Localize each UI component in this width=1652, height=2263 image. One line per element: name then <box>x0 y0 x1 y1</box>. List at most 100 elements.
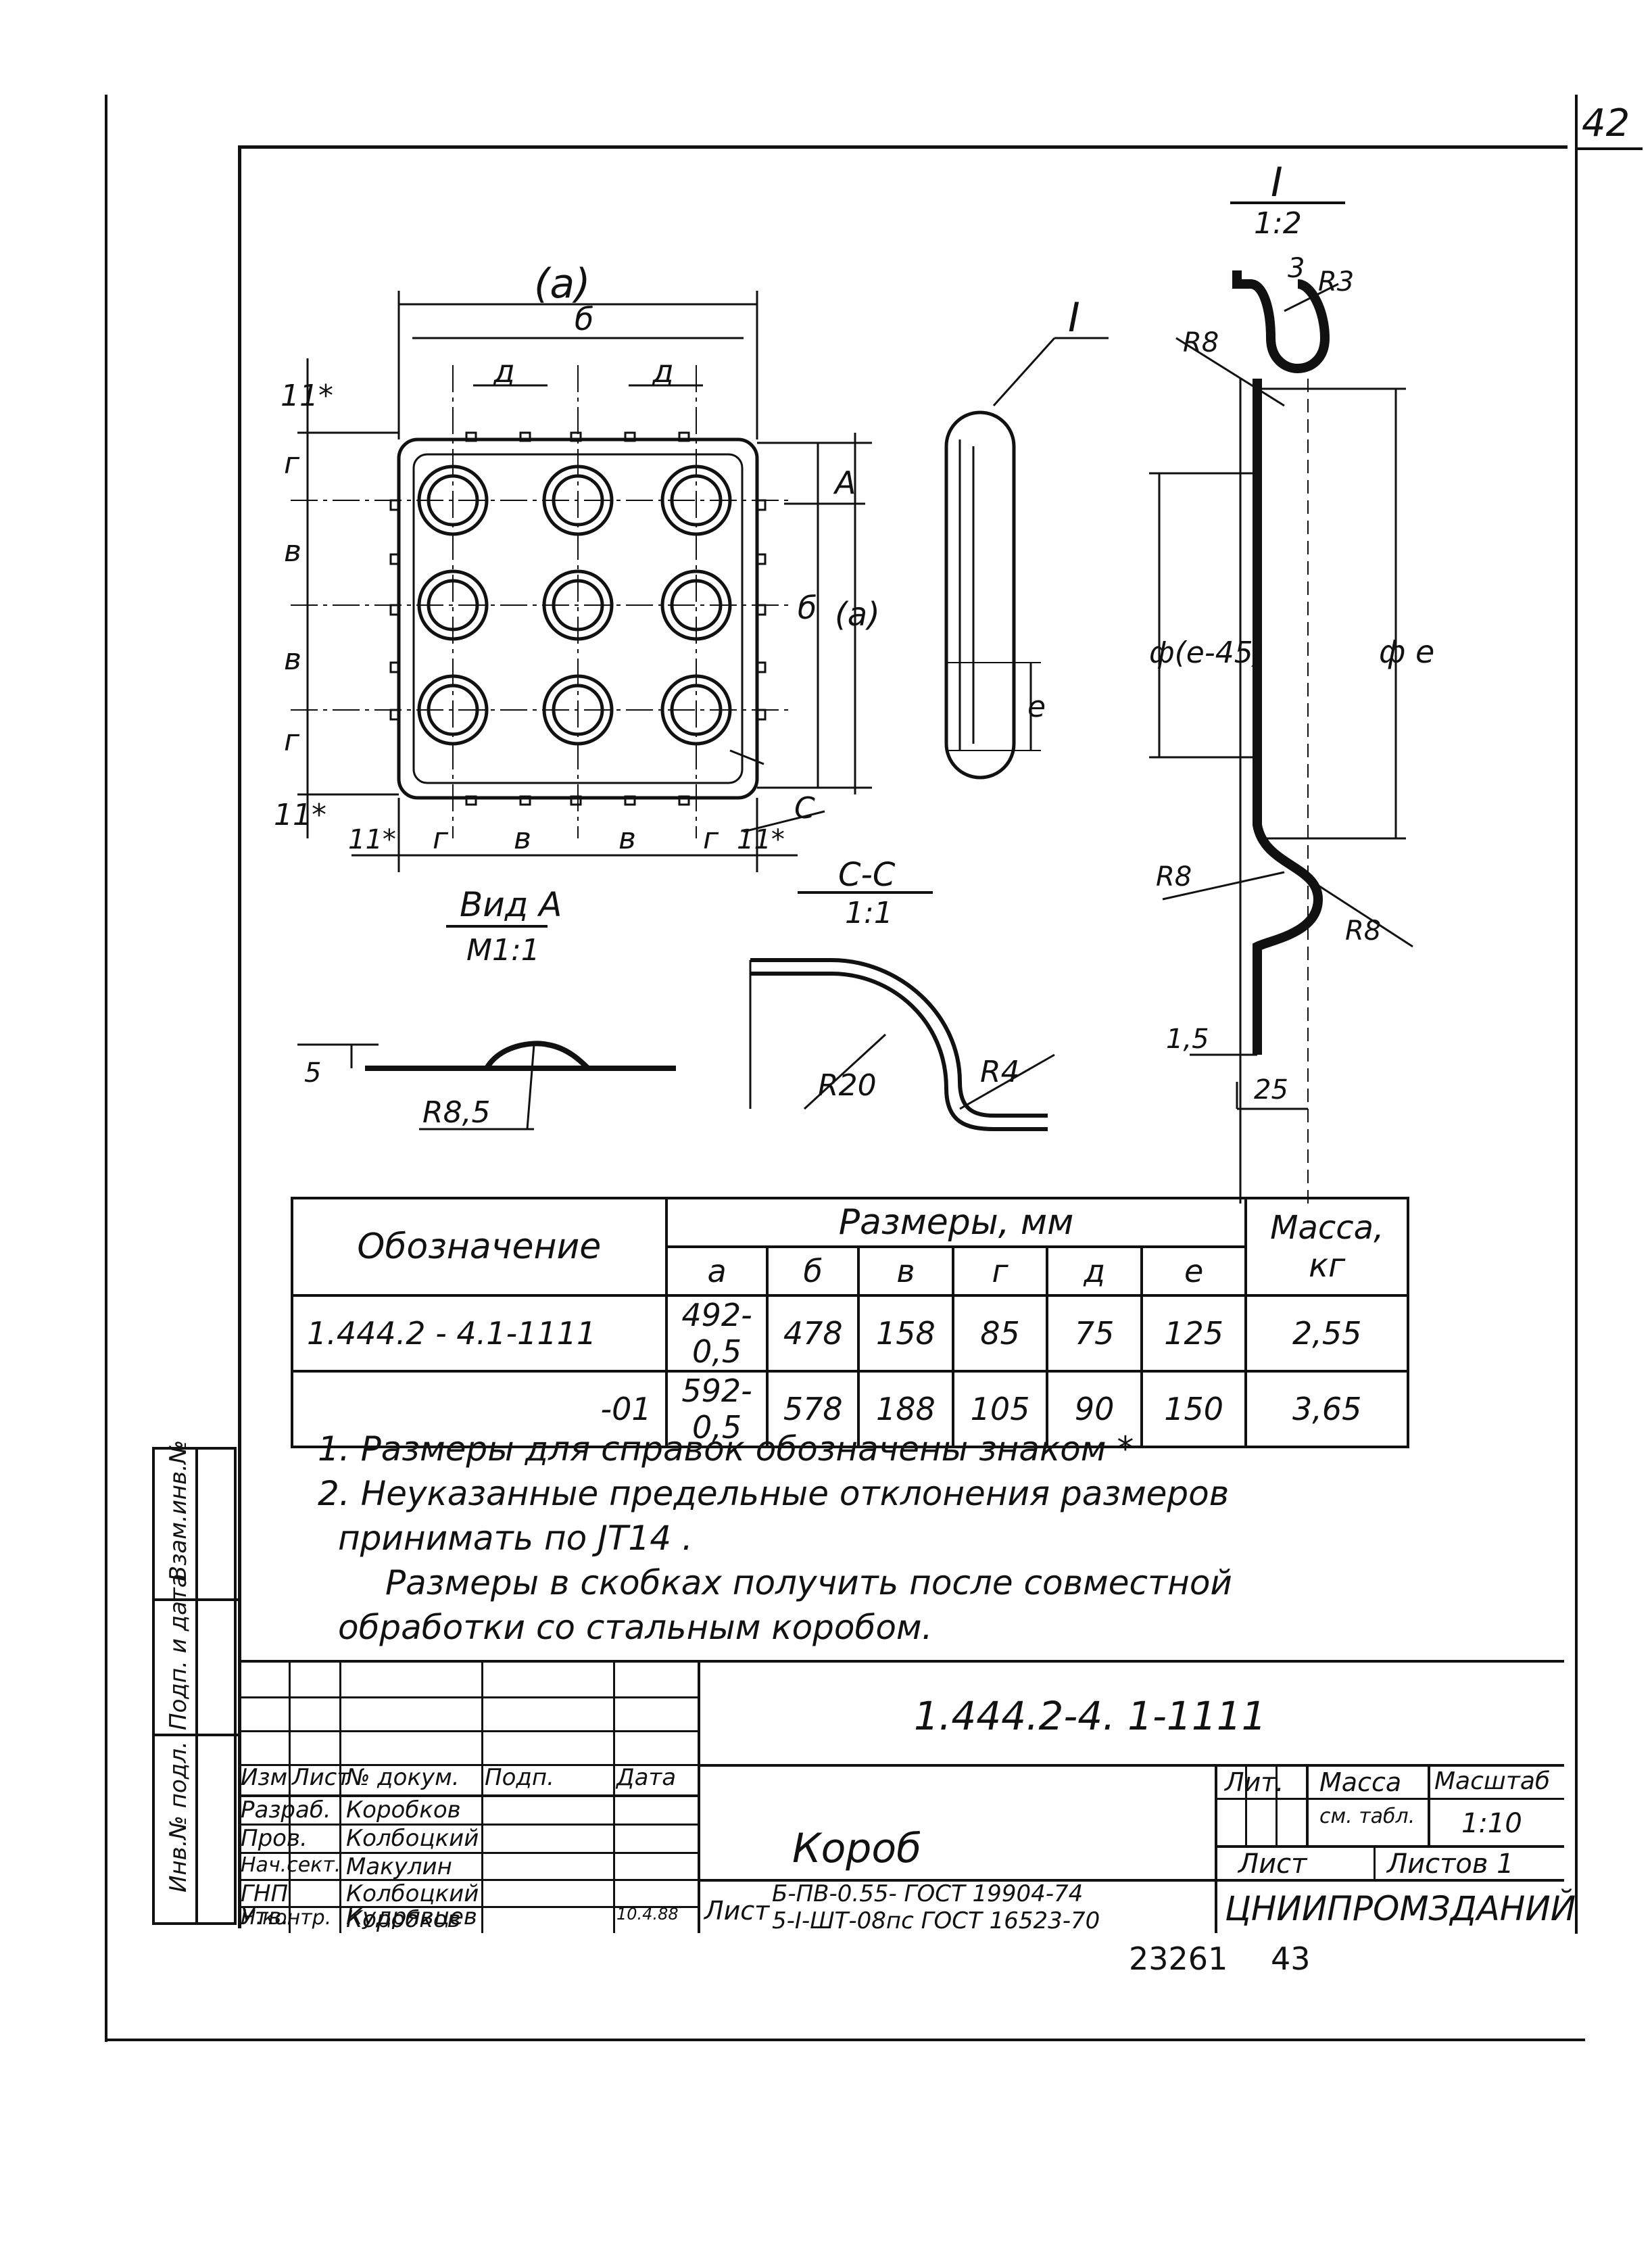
dim-header-b: б <box>766 1245 860 1297</box>
dim-header-v: в <box>857 1245 954 1297</box>
part-title: Короб <box>792 1825 922 1872</box>
cell-e: 125 <box>1140 1294 1248 1373</box>
cell-v: 158 <box>857 1294 954 1373</box>
dim-header-e: е <box>1140 1245 1248 1297</box>
r8-bottom-right: R8 <box>1345 915 1381 947</box>
dim-phi-e: ф е <box>1379 634 1434 670</box>
role-1: Разраб. <box>241 1796 331 1824</box>
stamp-page: 43 <box>1271 1940 1311 1977</box>
note-1: 1. Размеры для справок обозначены знаком… <box>318 1429 1134 1469</box>
dim-bottom-11b: 11* <box>737 824 785 855</box>
material-line-1: Б-ПВ-0.55- ГОСТ 19904-74 <box>772 1880 1084 1907</box>
dim-header-d: д <box>1046 1245 1143 1297</box>
dim-top-a: (а) <box>534 260 591 308</box>
role-2: Пров. <box>241 1825 308 1852</box>
hdr-doc: № докум. <box>346 1764 460 1791</box>
dim-g-left: г <box>284 446 300 481</box>
dim-b-right: б <box>798 590 817 626</box>
lit-label: Лит. <box>1225 1767 1284 1797</box>
mass-value: см. табл. <box>1319 1805 1415 1828</box>
dim-g-left-2: г <box>284 723 300 758</box>
sheets-label: Листов 1 <box>1387 1849 1514 1880</box>
name-5: Коробков <box>346 1906 461 1933</box>
dim-5: 5 <box>304 1057 321 1089</box>
section-I-title: I <box>1271 159 1283 206</box>
dim-bottom-g2: г <box>703 821 719 856</box>
dim-3: 3 <box>1288 253 1305 284</box>
right-frame-line <box>1575 95 1578 1934</box>
name-3: Макулин <box>346 1853 452 1880</box>
material-line-2: 5-I-ШТ-08пс ГОСТ 16523-70 <box>772 1907 1100 1934</box>
cell-mass: 3,65 <box>1244 1370 1409 1448</box>
outer-bottom-line <box>105 2039 1585 2041</box>
dim-header-g: г <box>951 1245 1049 1297</box>
r8-bottom-left: R8 <box>1156 861 1192 892</box>
side-replace-inv: Взам.инв.№ <box>165 1439 192 1581</box>
view-A-scale: М1:1 <box>466 933 540 968</box>
mass-label: Масса <box>1319 1767 1402 1797</box>
page-number-underline <box>1575 147 1643 150</box>
r20-label: R20 <box>818 1068 877 1103</box>
dim-a-right: (а) <box>835 596 880 634</box>
stamp-number: 23261 <box>1129 1940 1228 1977</box>
cell-a: 492-0,5 <box>664 1294 769 1373</box>
dim-phi-e45: ф(е-45) <box>1149 636 1265 670</box>
role-5: Н.контр. <box>241 1906 332 1930</box>
scale-label: Масштаб <box>1434 1767 1551 1795</box>
r4-label: R4 <box>980 1055 1020 1089</box>
technical-drawing: (а) б д д 11* г в в г 11* А б (а) С 11* … <box>274 159 1434 1204</box>
cell-g: 85 <box>951 1294 1049 1373</box>
name-1: Коробков <box>346 1796 461 1824</box>
cell-designation: -01 <box>291 1370 668 1448</box>
table-row: 1.444.2 - 4.1-1111 492-0,5 478 158 85 75… <box>291 1294 1409 1373</box>
r8-top: R8 <box>1183 327 1219 358</box>
sheet-frame <box>238 145 1568 1928</box>
hdr-list: Лист <box>292 1764 351 1791</box>
cell-b: 578 <box>766 1370 860 1448</box>
detail-I-callout: I <box>1068 294 1080 341</box>
cell-mass: 2,55 <box>1244 1294 1409 1373</box>
name-6: Кудрявцев <box>346 1903 477 1930</box>
side-stamp: Взам.инв.№ Подп. и дата Инв.№ подл. <box>152 1439 239 1925</box>
approve-date: 10.4.88 <box>616 1905 679 1924</box>
dim-v-left: в <box>284 534 301 569</box>
revision-grid: Изм Лист № докум. Подп. Дата Разраб. Кор… <box>238 1663 700 1933</box>
view-A-title: Вид А <box>460 885 562 924</box>
dim-bottom-11: 11* <box>348 824 396 855</box>
hdr-sign: Подп. <box>485 1764 554 1791</box>
outer-left-line <box>105 95 107 2042</box>
label-C: С <box>794 791 815 826</box>
cell-e: 150 <box>1140 1370 1248 1448</box>
page-number: 42 <box>1582 101 1630 145</box>
side-sign-date: Подп. и дата <box>165 1573 192 1730</box>
cell-a: 592-0,5 <box>664 1370 769 1448</box>
doc-code: 1.444.2-4. 1-1111 <box>914 1693 1267 1739</box>
cell-d: 75 <box>1046 1294 1143 1373</box>
dim-header-a: а <box>664 1245 769 1297</box>
cell-designation: 1.444.2 - 4.1-1111 <box>291 1294 668 1373</box>
dim-top-b: б <box>575 301 593 337</box>
dim-d-1: д <box>493 353 515 389</box>
name-4: Колбоцкий <box>346 1880 479 1907</box>
note-3: Размеры в скобках получить после совмест… <box>385 1563 1232 1602</box>
cell-d: 90 <box>1046 1370 1143 1448</box>
org-name: ЦНИИПРОМЗДАНИЙ <box>1225 1889 1576 1928</box>
dim-d-2: д <box>652 353 674 389</box>
side-inv-orig: Инв.№ подл. <box>165 1741 192 1892</box>
dim-1-5: 1,5 <box>1166 1024 1209 1055</box>
note-3b: обработки со стальным коробом. <box>338 1608 933 1647</box>
role-3: Нач.сект. <box>241 1853 341 1877</box>
dim-25: 25 <box>1254 1074 1288 1105</box>
notes-block: 1. Размеры для справок обозначены знаком… <box>318 1427 1232 1650</box>
col-dims-header: Размеры, мм <box>664 1197 1248 1248</box>
section-cc-scale: 1:1 <box>845 896 893 930</box>
scale-value: 1:10 <box>1461 1808 1522 1839</box>
section-cc-title: С-С <box>838 856 896 894</box>
cell-g: 105 <box>951 1370 1049 1448</box>
cell-b: 478 <box>766 1294 860 1373</box>
spec-table: Обозначение Размеры, мм Масса, кг а б в … <box>291 1197 1409 1448</box>
dim-v-left-2: в <box>284 642 301 677</box>
note-2: 2. Неуказанные предельные отклонения раз… <box>318 1474 1230 1513</box>
material-prefix: Лист <box>704 1896 770 1926</box>
col-designation-header: Обозначение <box>291 1197 668 1297</box>
